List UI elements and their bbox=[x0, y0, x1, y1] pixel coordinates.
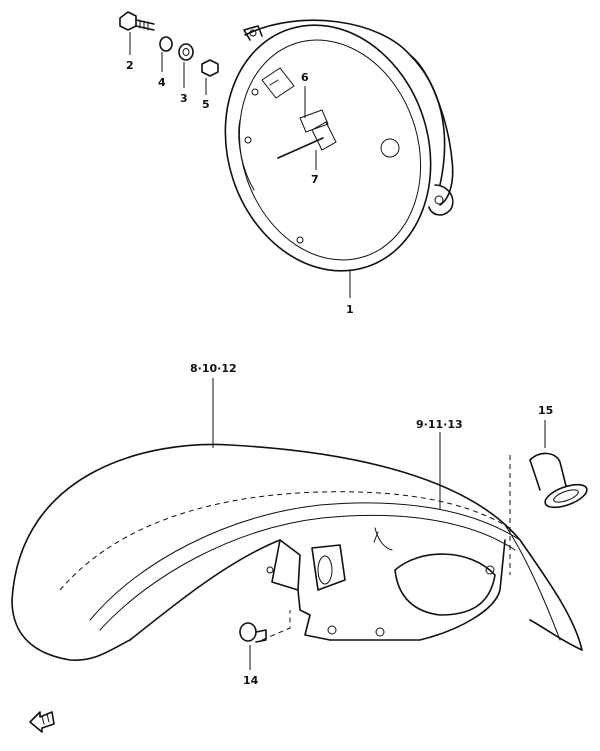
callout-14: 14 bbox=[243, 674, 259, 687]
callout-3: 3 bbox=[180, 92, 188, 105]
callout-15: 15 bbox=[538, 404, 553, 417]
washer-part-3 bbox=[178, 43, 194, 61]
nut-part-5 bbox=[201, 59, 219, 77]
callout-5: 5 bbox=[202, 98, 210, 111]
screw-part-2 bbox=[119, 11, 155, 31]
callout-4: 4 bbox=[158, 76, 166, 89]
front-direction-arrow-icon bbox=[29, 711, 55, 733]
grommet-part-15 bbox=[529, 452, 588, 509]
front-fender bbox=[11, 443, 583, 661]
callout-1: 1 bbox=[346, 303, 354, 316]
headlight-housing bbox=[224, 19, 454, 272]
callout-7: 7 bbox=[311, 173, 319, 186]
callout-9-11-13: 9·11·13 bbox=[416, 418, 463, 431]
bolt-part-14 bbox=[239, 622, 267, 643]
callout-6: 6 bbox=[301, 71, 309, 84]
callout-2: 2 bbox=[126, 59, 134, 72]
callout-8-10-12: 8·10·12 bbox=[190, 362, 237, 375]
washer-part-4 bbox=[159, 36, 173, 52]
